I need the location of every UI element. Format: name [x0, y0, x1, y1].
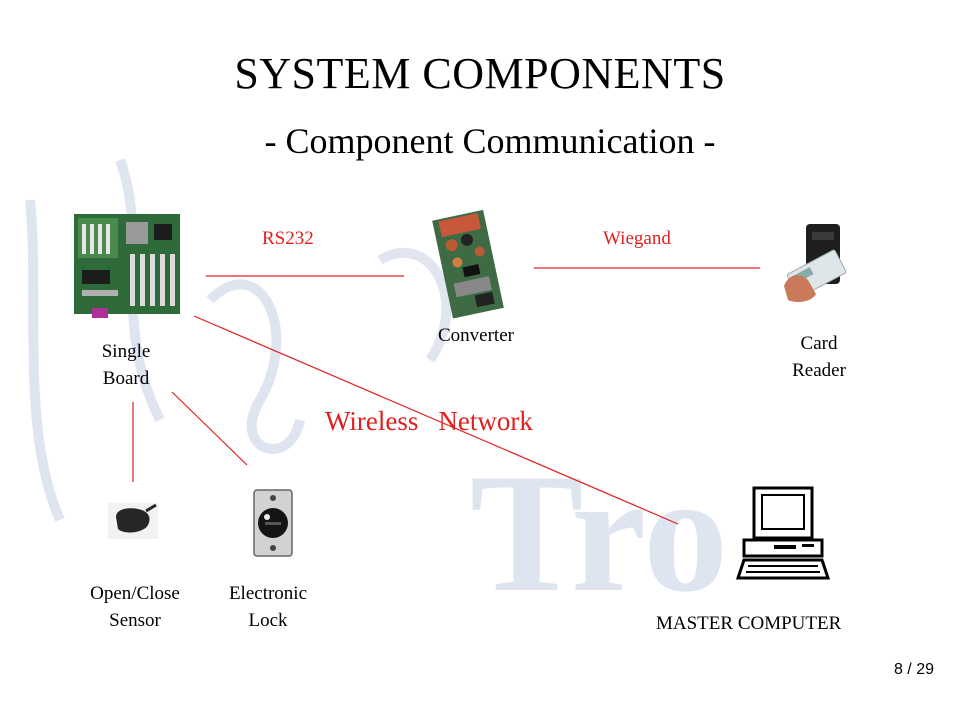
lock-icon — [253, 489, 293, 557]
card-reader-icon — [784, 224, 847, 302]
sensor-label: Open/Close Sensor — [90, 583, 180, 631]
wireless-network-line — [193, 315, 679, 525]
wiegand-label: Wiegand — [603, 228, 671, 249]
motherboard-icon — [74, 214, 180, 318]
page-number: 8 / 29 — [893, 661, 934, 678]
page-current: 8 — [893, 661, 903, 678]
slide-title: SYSTEM COMPONENTS — [234, 49, 726, 98]
page-total: 29 — [916, 661, 934, 678]
lock-label: Electronic Lock — [228, 583, 308, 631]
converter-label: Converter — [438, 325, 514, 346]
single-board-label: Single Board — [101, 341, 151, 389]
rs232-label: RS232 — [262, 228, 314, 249]
slide-subtitle: - Component Communication - — [264, 121, 716, 161]
wireless-word: Wireless — [325, 406, 419, 436]
card-reader-label: Card Reader — [792, 333, 846, 381]
wireless-network-label: Wireless Network — [325, 406, 533, 437]
converter-board-icon — [432, 209, 504, 319]
master-computer-label: MASTER COMPUTER — [656, 613, 842, 634]
computer-icon — [735, 486, 831, 580]
sensor-icon — [108, 503, 158, 539]
network-word: Network — [438, 406, 533, 436]
lock-line — [171, 391, 248, 466]
svg-text:Tro: Tro — [470, 439, 728, 627]
